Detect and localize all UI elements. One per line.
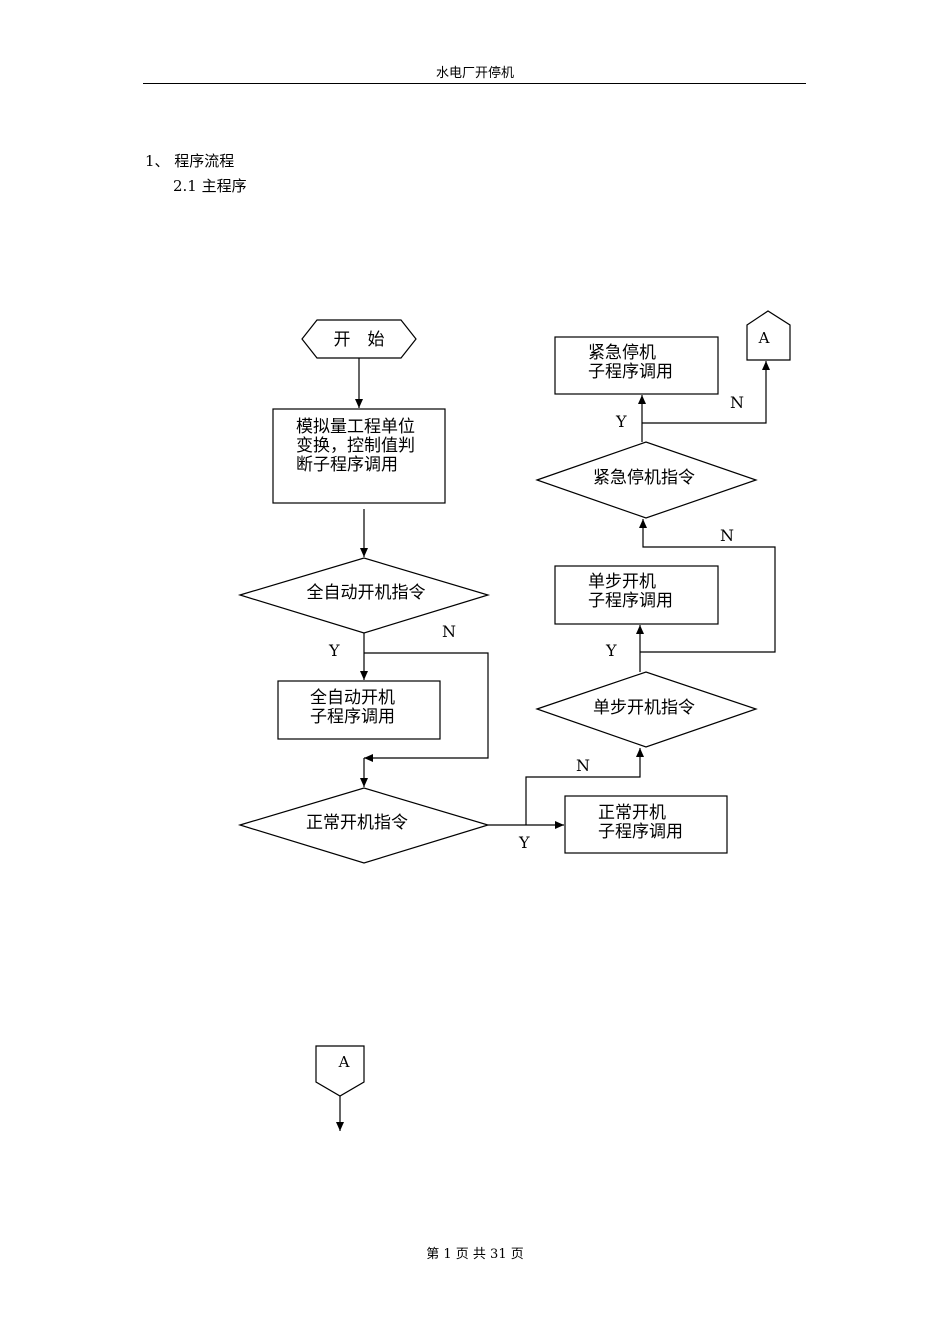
emergency-stop-call-line-1: 紧急停机: [588, 343, 656, 363]
emergency-stop-call-box: [554, 336, 719, 395]
normal-start-call-box: [564, 795, 728, 854]
step-start-call-line-1: 单步开机: [588, 572, 656, 592]
auto-start-call-line-2: 子程序调用: [310, 707, 395, 727]
convert-process-box: [272, 408, 446, 504]
convert-label-line-2: 变换，控制值判: [296, 436, 415, 456]
normal-start-decision-label: 正常开机指令: [306, 813, 408, 833]
step-start-decision-label: 单步开机指令: [593, 698, 695, 718]
auto-no-label: N: [442, 622, 456, 641]
step-yes-label: Y: [605, 641, 617, 660]
header-rule: [143, 83, 806, 84]
normal-start-call-line-1: 正常开机: [598, 803, 666, 823]
connector-a-bottom: [315, 1045, 365, 1097]
auto-start-call-line-1: 全自动开机: [310, 688, 395, 708]
flow-normal-no: [525, 748, 644, 825]
emergency-stop-call-line-2: 子程序调用: [588, 362, 673, 382]
emergency-yes-label: Y: [615, 412, 627, 431]
normal-start-call-line-2: 子程序调用: [598, 822, 683, 842]
step-start-call-line-2: 子程序调用: [588, 591, 673, 611]
convert-label-line-3: 断子程序调用: [296, 455, 398, 475]
auto-start-decision-label: 全自动开机指令: [307, 583, 426, 603]
emergency-no-label: N: [730, 393, 744, 412]
section-heading: 1、 程序流程: [145, 152, 235, 170]
auto-yes-label: Y: [328, 641, 340, 660]
subsection-heading: 2.1 主程序: [173, 177, 247, 195]
connector-a-top: [746, 310, 791, 361]
emergency-stop-decision: [535, 441, 758, 519]
flow-auto-no: [364, 652, 489, 762]
page-footer-number: 第 1 页 共 31 页: [426, 1247, 524, 1262]
auto-start-call-box: [277, 680, 441, 740]
normal-yes-label: Y: [518, 833, 530, 852]
step-no-label: N: [720, 526, 734, 545]
start-terminator: [301, 319, 417, 359]
flow-step-no: [639, 519, 776, 653]
step-start-call-box: [554, 565, 719, 625]
flow-emergency-no: [642, 361, 770, 424]
connector-a-bottom-label: A: [338, 1053, 350, 1071]
auto-start-decision: [237, 557, 491, 634]
connector-a-top-label: A: [758, 329, 770, 347]
page-header-title: 水电厂开停机: [435, 66, 514, 81]
convert-label-line-1: 模拟量工程单位: [296, 417, 415, 437]
step-start-decision: [535, 671, 758, 748]
start-label: 开 始: [334, 330, 385, 350]
normal-no-label: N: [576, 756, 590, 775]
emergency-stop-decision-label: 紧急停机指令: [593, 468, 695, 488]
